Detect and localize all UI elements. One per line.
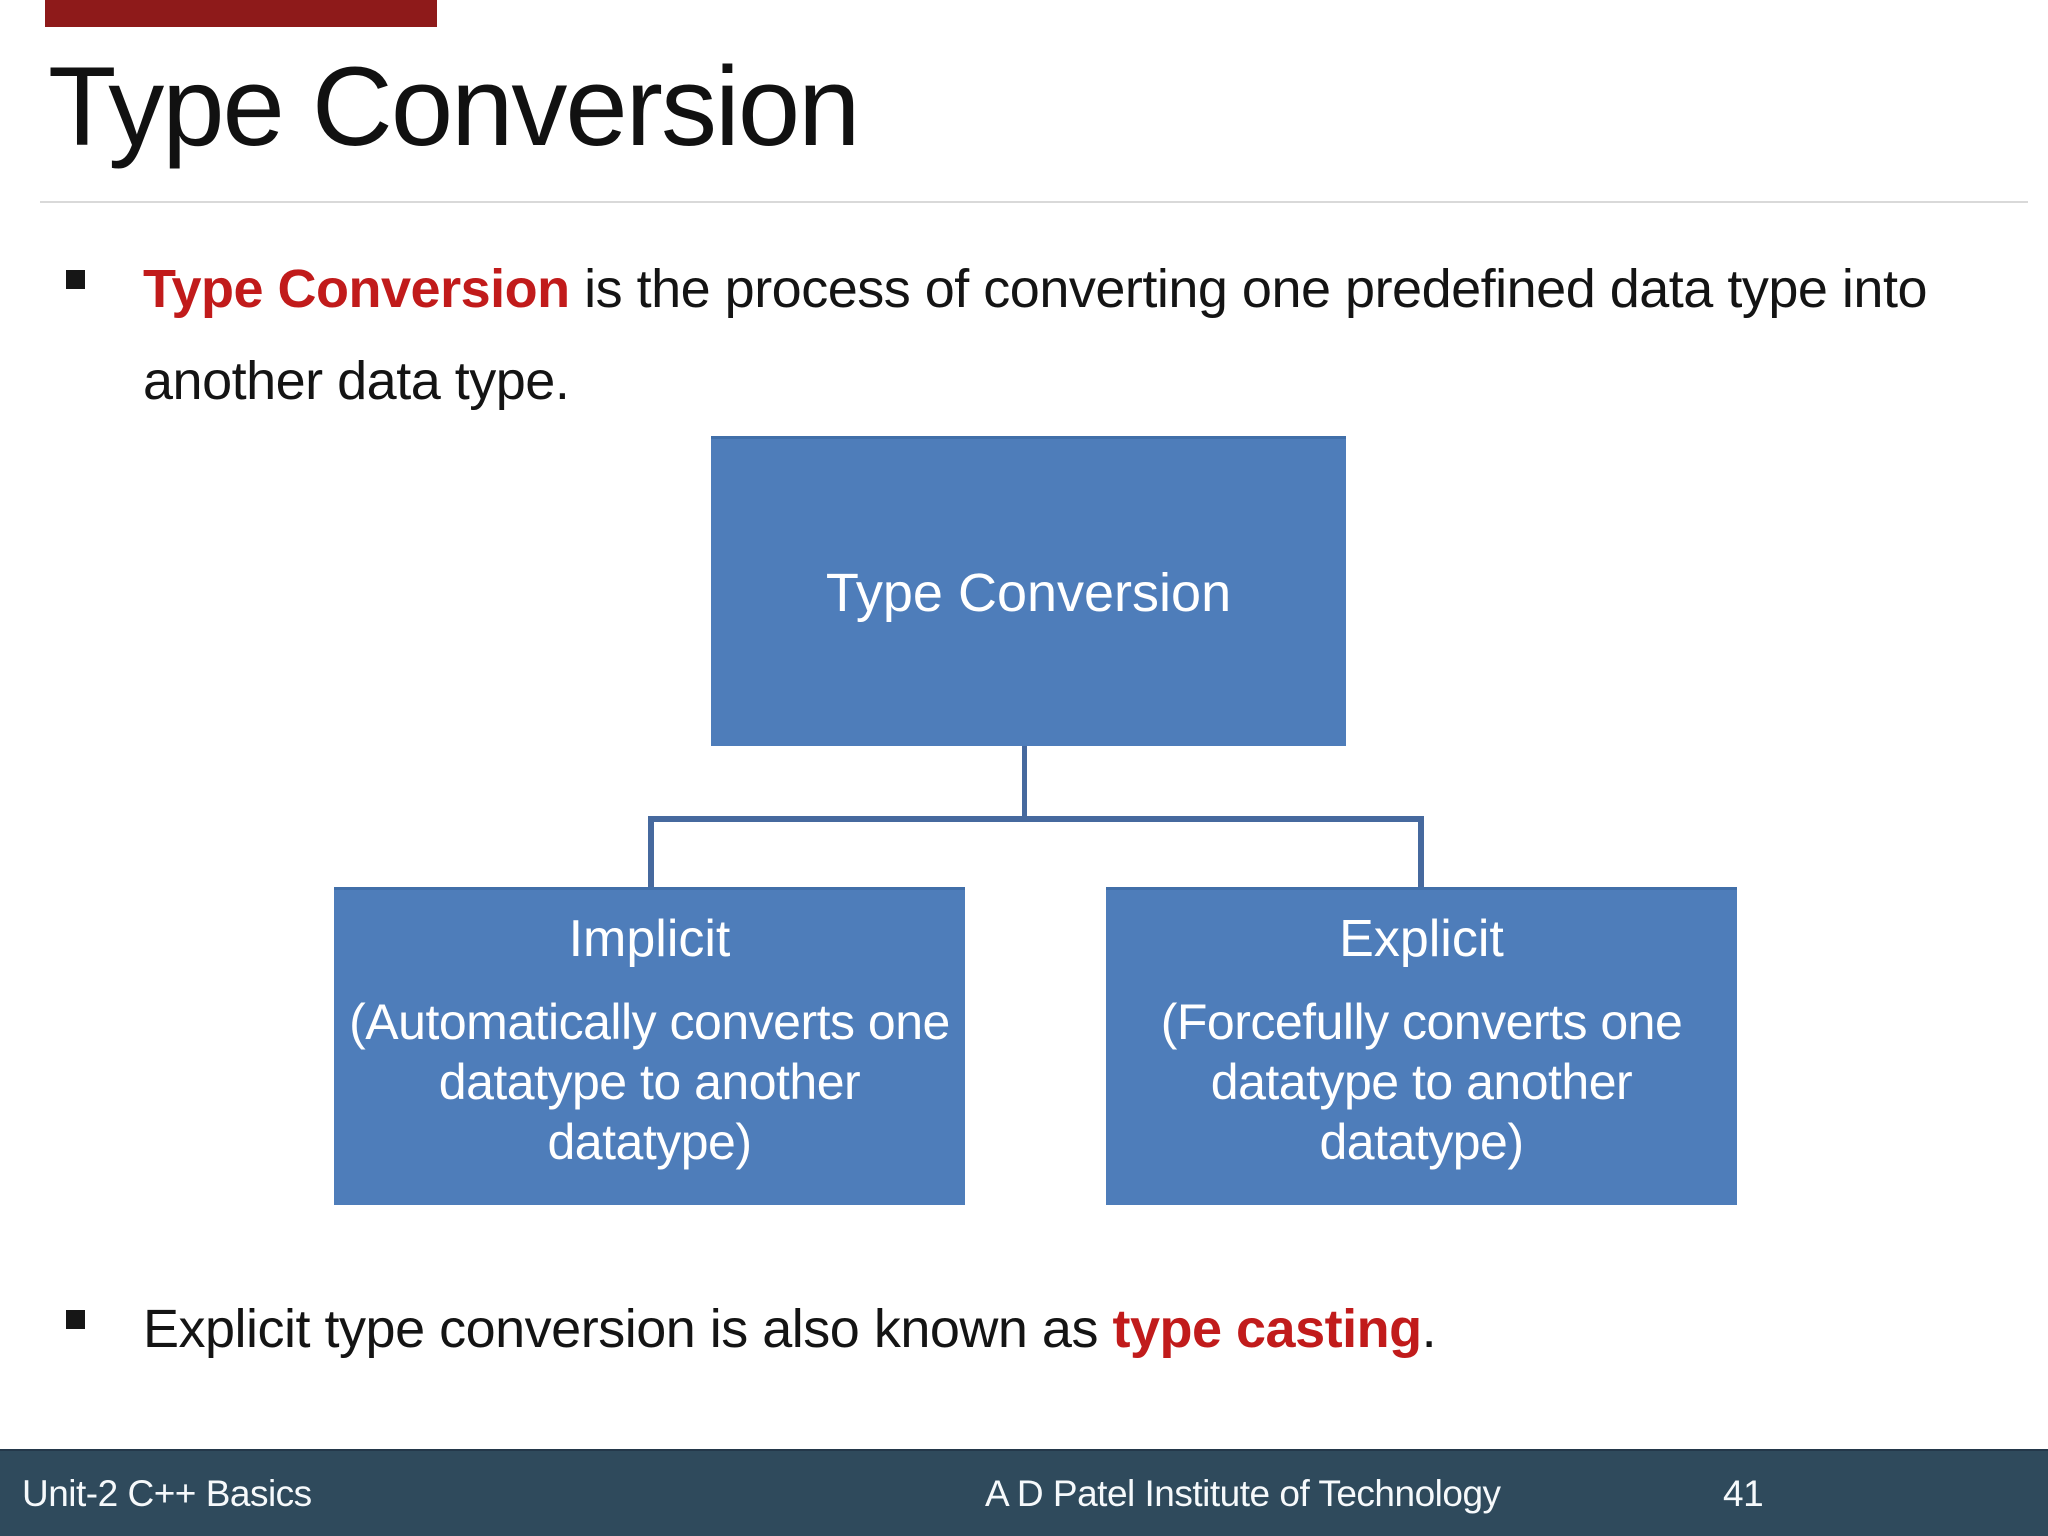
diagram-root-label: Type Conversion [825, 562, 1232, 623]
connector-horizontal-bar [648, 816, 1424, 822]
footer-institute-label: A D Patel Institute of Technology [985, 1472, 1501, 1514]
bullet-text: Explicit type conversion is also known a… [143, 1283, 2043, 1375]
title-divider [40, 201, 2028, 203]
top-accent-bar [45, 0, 437, 27]
bullet-square-icon [66, 1310, 85, 1329]
bullet-text-suffix: . [1421, 1299, 1437, 1359]
bullet-item-definition: Type Conversion is the process of conver… [66, 243, 1963, 427]
explicit-box-description: (Forcefully converts one datatype to ano… [1160, 994, 1683, 1171]
connector-drop-right [1418, 816, 1424, 887]
diagram-root-box: Type Conversion [711, 436, 1346, 746]
implicit-box-title: Implicit [568, 910, 731, 968]
footer-bar: Unit-2 C++ Basics A D Patel Institute of… [0, 1449, 2048, 1536]
page-title: Type Conversion [48, 44, 860, 169]
bullet-text-prefix: Explicit type conversion is also known a… [143, 1299, 1113, 1359]
bullet-text: Type Conversion is the process of conver… [143, 243, 1963, 427]
bullet-item-type-casting: Explicit type conversion is also known a… [66, 1283, 2043, 1375]
bullet-square-icon [66, 270, 85, 289]
footer-page-number: 41 [1723, 1472, 1764, 1514]
footer-unit-label: Unit-2 C++ Basics [22, 1472, 312, 1514]
explicit-box-title: Explicit [1339, 910, 1504, 968]
diagram-implicit-box: Implicit (Automatically converts one dat… [334, 887, 965, 1205]
highlighted-term: Type Conversion [143, 259, 570, 319]
connector-stem [1022, 746, 1027, 820]
diagram-explicit-box: Explicit (Forcefully converts one dataty… [1106, 887, 1737, 1205]
connector-drop-left [648, 816, 654, 887]
highlighted-term: type casting [1112, 1299, 1422, 1359]
bullet-text-rest: is the process of converting one predefi… [143, 259, 1927, 411]
implicit-box-description: (Automatically converts one datatype to … [349, 994, 950, 1171]
